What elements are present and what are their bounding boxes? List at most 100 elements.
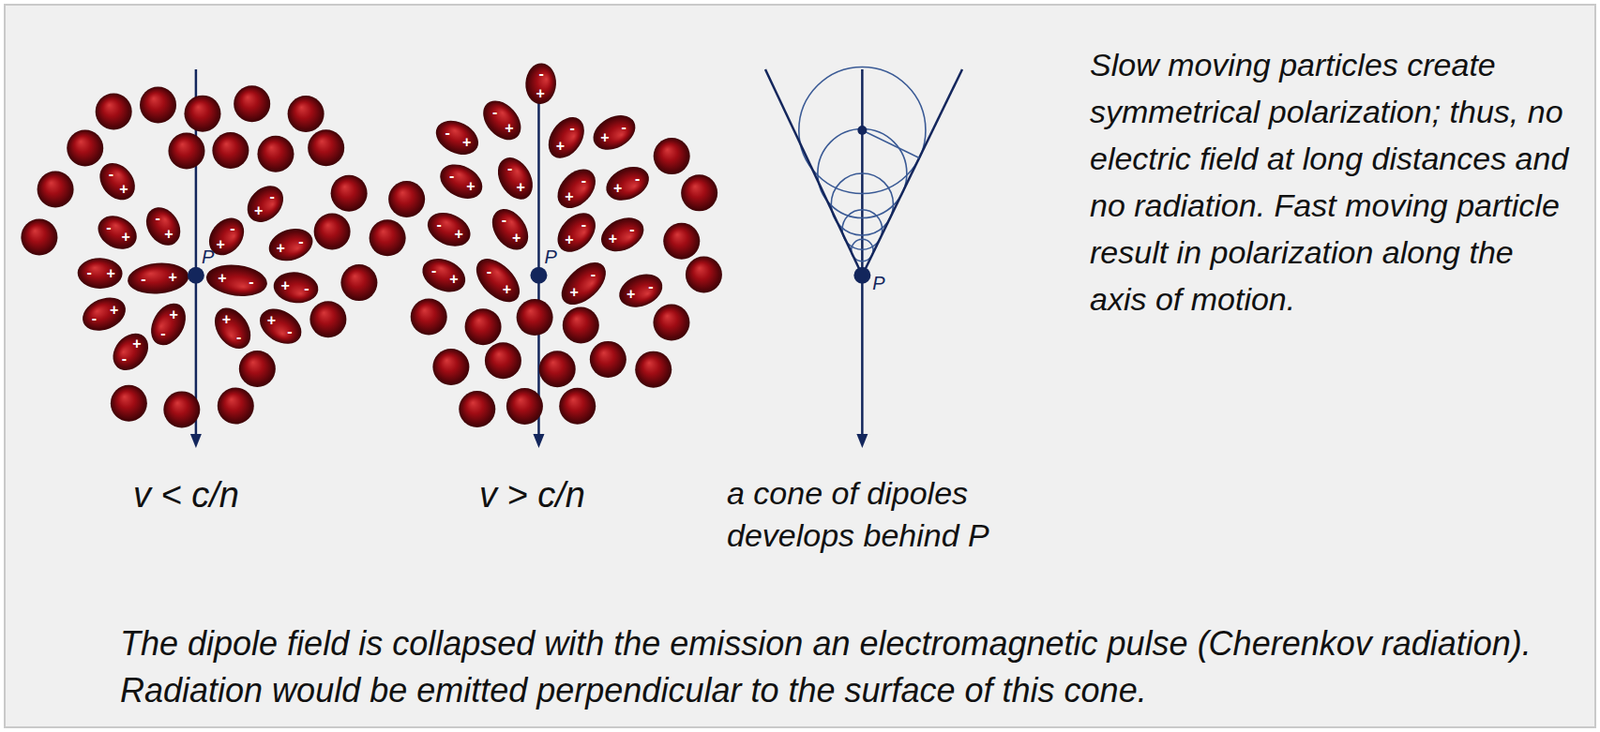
neutral-atom: [539, 350, 576, 388]
neutral-atom: [37, 171, 75, 209]
neutral-atom: [163, 391, 200, 428]
charge-sign: -: [581, 217, 587, 233]
axis-arrowhead: [190, 434, 202, 449]
neutral-atom: [95, 92, 133, 130]
charge-sign: +: [556, 138, 565, 154]
charge-sign: +: [105, 266, 115, 282]
neutral-atom: [410, 298, 448, 335]
polarized-dipole: [77, 291, 132, 338]
charge-sign: +: [462, 135, 471, 151]
charge-sign: +: [512, 230, 521, 246]
charge-sign: -: [229, 221, 235, 237]
neutral-atom: [314, 213, 351, 251]
charge-sign: -: [507, 161, 513, 177]
charge-sign: +: [454, 226, 464, 242]
point-label: P: [872, 273, 885, 293]
charge-sign: -: [121, 351, 127, 367]
charge-sign: -: [486, 264, 492, 280]
particle-point: [853, 267, 871, 285]
neutral-atom: [167, 132, 205, 169]
charge-sign: -: [91, 311, 97, 327]
charge-sign: +: [449, 271, 458, 287]
charge-sign: -: [629, 222, 634, 238]
neutral-atom: [680, 174, 718, 212]
neutral-atom: [388, 181, 425, 218]
motion-axis: [860, 69, 864, 438]
neutral-atom: [558, 388, 596, 425]
neutral-atom: [465, 308, 502, 346]
polarized-dipole: [105, 326, 156, 378]
charge-sign: +: [515, 180, 525, 196]
charge-sign: -: [648, 279, 653, 295]
cone-label: a cone of dipoles develops behind P: [726, 472, 1037, 558]
charge-sign: +: [626, 286, 635, 302]
polarized-dipole: [475, 93, 529, 148]
polarized-dipole: [264, 223, 317, 267]
neutral-atom: [183, 95, 221, 133]
charge-sign: -: [492, 105, 498, 121]
neutral-atom: [432, 348, 469, 386]
polarized-dipole: [144, 297, 194, 352]
neutral-atom: [287, 95, 325, 133]
charge-sign: +: [119, 181, 128, 197]
polarized-dipole: [422, 206, 476, 254]
polarized-dipole: [549, 205, 603, 259]
charge-sign: -: [236, 330, 242, 346]
charge-sign: +: [254, 203, 263, 219]
charge-sign: +: [121, 229, 131, 245]
condition-label: v < c/n: [133, 474, 240, 518]
point-label: P: [543, 247, 557, 267]
polarized-dipole: [126, 260, 191, 297]
charge-sign: +: [613, 181, 622, 197]
cone-edge: [861, 69, 963, 276]
charge-sign: -: [248, 274, 254, 290]
polarized-dipole: [430, 114, 484, 163]
charge-sign: -: [538, 66, 544, 82]
neutral-atom: [309, 301, 347, 338]
charge-sign: +: [564, 232, 574, 248]
charge-sign: -: [105, 220, 111, 236]
cone-edge: [765, 69, 862, 276]
polarized-dipole: [549, 162, 603, 216]
neutral-atom: [66, 129, 104, 167]
polarized-dipole: [417, 252, 471, 299]
condition-label: v > c/n: [479, 474, 586, 518]
charge-sign: +: [600, 130, 609, 146]
polarized-dipole: [541, 110, 592, 166]
charge-sign: -: [286, 324, 292, 340]
neutral-atom: [217, 388, 255, 425]
neutral-atom: [589, 341, 627, 378]
charge-sign: +: [466, 179, 475, 195]
polarized-dipole: [92, 156, 143, 208]
charge-sign: +: [280, 278, 289, 294]
charge-sign: -: [590, 267, 596, 283]
polarized-dipole: [484, 202, 536, 257]
charge-sign: -: [501, 212, 507, 228]
charge-sign: -: [108, 166, 114, 182]
particle-point: [187, 267, 205, 285]
axis-arrowhead: [856, 434, 868, 449]
polarized-dipole: [240, 179, 291, 230]
neutral-atom: [307, 129, 345, 167]
charge-sign: +: [222, 312, 231, 328]
polarized-dipole: [207, 301, 258, 356]
neutral-atom: [516, 299, 554, 336]
charge-sign: -: [634, 171, 640, 187]
polarized-dipole: [138, 200, 187, 252]
charge-sign: +: [275, 241, 285, 257]
wavefront-circle: [830, 173, 893, 236]
neutral-atom: [211, 132, 249, 169]
charge-sign: -: [269, 189, 274, 205]
neutral-atom: [139, 87, 177, 124]
polarized-dipole: [601, 160, 655, 208]
neutral-atom: [652, 304, 690, 342]
caption: The dipole field is collapsed with the e…: [120, 620, 1565, 715]
charge-sign: +: [168, 307, 178, 323]
neutral-atom: [256, 135, 294, 173]
charge-sign: +: [109, 302, 119, 318]
explanation-note: Slow moving particles create symmetrical…: [1089, 41, 1578, 323]
charge-sign: +: [267, 313, 276, 329]
neutral-atom: [562, 307, 600, 345]
charge-sign: -: [86, 265, 91, 281]
axis-arrowhead: [532, 434, 544, 449]
